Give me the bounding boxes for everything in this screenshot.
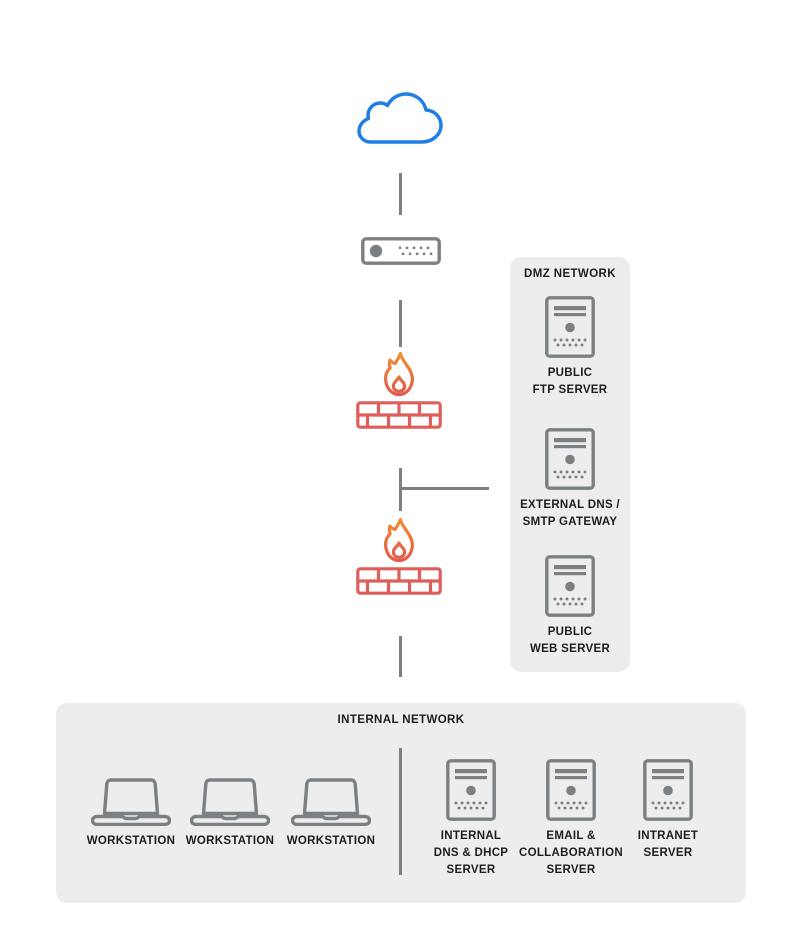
internal-divider [399, 748, 402, 875]
connector-firewall-internal [399, 636, 402, 677]
server-icon [545, 296, 595, 358]
server-icon [643, 759, 693, 821]
dmz-server-ftp: PUBLIC FTP SERVER [510, 296, 630, 399]
laptop-icon [291, 778, 371, 826]
node-label: INTRANET SERVER [637, 830, 699, 859]
connector-cloud-router [399, 173, 402, 215]
connector-router-firewall [399, 300, 402, 347]
server-icon [545, 555, 595, 617]
node-label: EXTERNAL DNS / SMTP GATEWAY [520, 499, 620, 528]
node-label: PUBLIC FTP SERVER [532, 367, 608, 396]
node-label: PUBLIC WEB SERVER [529, 626, 611, 655]
firewall-icon [356, 517, 442, 595]
node-label: INTERNAL DNS & DHCP SERVER [433, 830, 509, 876]
internal-server-email: EMAIL & COLLABORATION SERVER [511, 759, 631, 879]
workstation-2: WORKSTATION [175, 778, 285, 850]
server-icon [546, 759, 596, 821]
cloud-icon [355, 91, 445, 149]
internal-network-panel: INTERNAL NETWORK WORKSTATION WORKSTATION… [56, 703, 746, 903]
server-icon [446, 759, 496, 821]
server-icon [545, 428, 595, 490]
workstation-1: WORKSTATION [76, 778, 186, 850]
node-label: WORKSTATION [286, 835, 376, 847]
laptop-icon [91, 778, 171, 826]
internal-panel-title: INTERNAL NETWORK [337, 714, 465, 726]
laptop-icon [190, 778, 270, 826]
internal-server-intranet: INTRANET SERVER [608, 759, 728, 862]
connector-firewall-firewall [399, 468, 402, 511]
dmz-server-web: PUBLIC WEB SERVER [510, 555, 630, 658]
dmz-network-panel: DMZ NETWORK PUBLIC FTP SERVER EXTERNAL D… [510, 257, 630, 672]
node-label: WORKSTATION [185, 835, 275, 847]
connector-dmz-branch [401, 487, 489, 490]
dmz-server-dns-smtp: EXTERNAL DNS / SMTP GATEWAY [510, 428, 630, 531]
node-label: EMAIL & COLLABORATION SERVER [519, 830, 623, 876]
workstation-3: WORKSTATION [276, 778, 386, 850]
firewall-icon [356, 351, 442, 429]
dmz-panel-title: DMZ NETWORK [524, 268, 616, 280]
router-icon [361, 237, 441, 265]
internal-server-dns-dhcp: INTERNAL DNS & DHCP SERVER [411, 759, 531, 879]
node-label: WORKSTATION [86, 835, 176, 847]
